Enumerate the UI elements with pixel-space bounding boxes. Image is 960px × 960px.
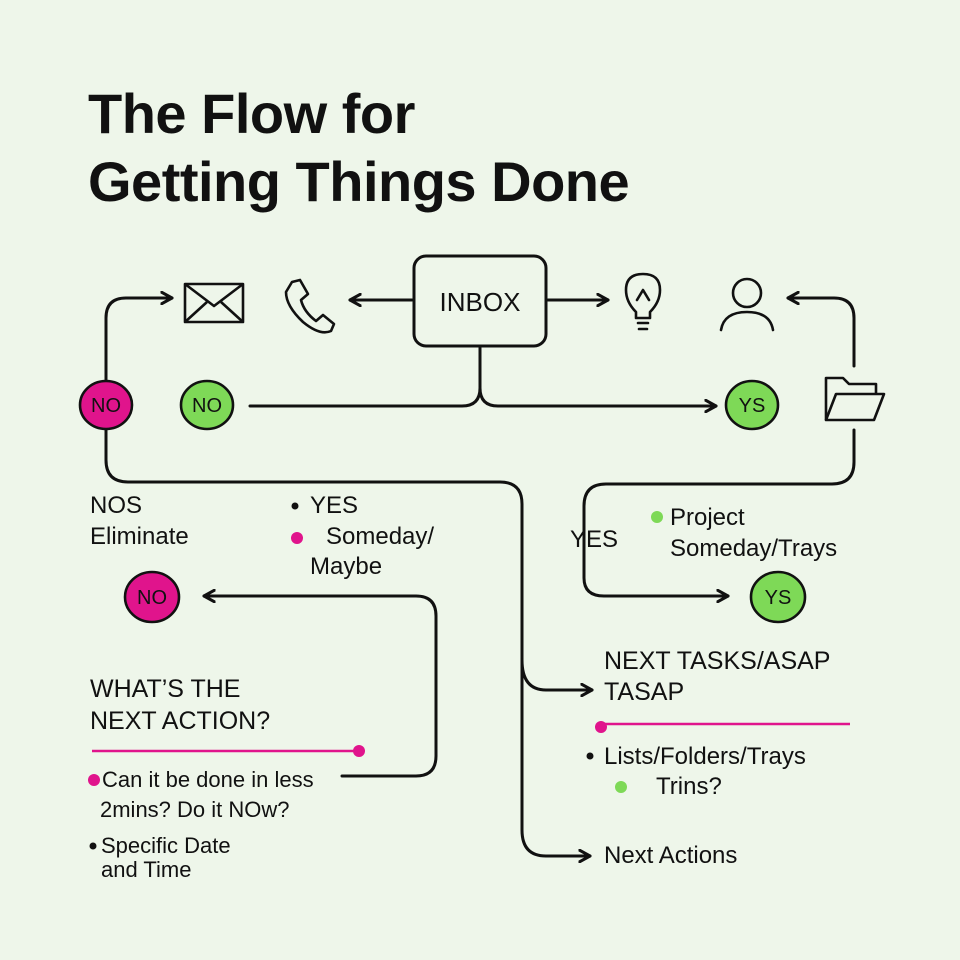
no-badge-left [78, 379, 134, 431]
next-action-heading-line-2: NEXT ACTION? [90, 707, 271, 735]
divider-dot [353, 745, 365, 757]
trins-label: Trins? [656, 773, 722, 800]
left-bottom-connector [104, 426, 590, 856]
page-title: The Flow for Getting Things Done [88, 80, 630, 216]
specific-date-line-2: and Time [101, 857, 192, 882]
split-right-arrow [478, 386, 716, 406]
folder-icon [824, 376, 886, 422]
yes-badge-lower-text: YS [765, 587, 792, 609]
next-tasks-line-2: TASAP [604, 678, 685, 706]
split-left-line [248, 386, 482, 408]
two-minute-question-line-2: 2mins? Do it NOw? [100, 797, 290, 822]
next-actions-label: Next Actions [604, 842, 738, 869]
date-bullet [89, 842, 97, 850]
no-badge-middle [179, 379, 235, 431]
lists-folders-trays-label: Lists/Folders/Trays [604, 743, 806, 770]
nos-label: NOS [90, 492, 143, 519]
question-bullet [88, 774, 100, 786]
lightbulb-icon [624, 272, 662, 331]
left-loop-arrow [104, 298, 172, 382]
right-bottom-connector [582, 428, 856, 596]
someday-bullet [291, 532, 303, 544]
next-action-heading-line-1: WHAT’S THE [90, 675, 241, 703]
tasks-divider-dot [595, 721, 607, 733]
maybe-label: Maybe [310, 553, 383, 580]
inbox-box[interactable] [412, 254, 548, 348]
right-loop-arrow [788, 298, 856, 368]
person-icon [719, 277, 775, 332]
lists-bullet [586, 752, 594, 760]
project-bullet [651, 511, 663, 523]
next-tasks-line-1: NEXT TASKS/ASAP [604, 647, 831, 675]
no-badge-lower-text: NO [137, 587, 167, 609]
title-line-1: The Flow for [88, 82, 415, 145]
right-yes-label: YES [570, 526, 619, 553]
phone-icon [284, 278, 336, 334]
yes-bullet [291, 502, 299, 510]
yes-option-label: YES [310, 492, 359, 519]
next-action-loop-arrow [204, 596, 438, 778]
no-badge-left-text: NO [91, 395, 121, 417]
specific-date-line-1: Specific Date [101, 833, 231, 858]
project-label: Project [670, 504, 745, 531]
yes-badge-right-text: YS [739, 395, 766, 417]
no-badge-lower [123, 570, 181, 624]
two-minute-question-line-1: Can it be done in less [102, 767, 314, 792]
someday-label: Someday/ [326, 523, 435, 550]
title-line-2: Getting Things Done [88, 150, 630, 213]
next-tasks-arrow [520, 658, 592, 690]
inbox-label: INBOX [440, 287, 521, 317]
no-badge-middle-text: NO [192, 395, 222, 417]
yes-badge-right [724, 379, 780, 431]
envelope-icon [183, 282, 245, 324]
yes-badge-lower [749, 570, 807, 624]
someday-trays-label: Someday/Trays [670, 535, 838, 562]
trins-bullet [615, 781, 627, 793]
eliminate-label: Eliminate [90, 523, 189, 550]
